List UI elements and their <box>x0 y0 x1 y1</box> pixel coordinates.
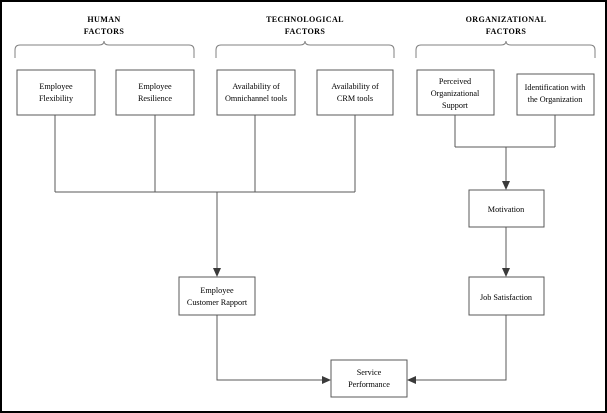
node-perceived-org-support-line2: Organizational <box>431 89 480 98</box>
group-title-organizational-line2: FACTORS <box>486 27 527 36</box>
group-title-technological-line2: FACTORS <box>285 27 326 36</box>
node-employee-customer-rapport[interactable]: Employee Customer Rapport <box>178 276 256 316</box>
node-identification-org-line1: Identification with <box>525 83 586 92</box>
node-service-performance-line1: Service <box>357 368 382 377</box>
node-employee-flexibility-rect[interactable] <box>16 69 96 116</box>
node-perceived-org-support[interactable]: Perceived Organizational Support <box>416 69 495 116</box>
node-employee-customer-rapport-line1: Employee <box>200 286 234 295</box>
node-availability-omnichannel-rect[interactable] <box>216 69 296 116</box>
group-title-human-line2: FACTORS <box>84 27 125 36</box>
group-title-technological-line1: TECHNOLOGICAL <box>266 15 344 24</box>
node-service-performance[interactable]: Service Performance <box>330 359 408 398</box>
node-employee-resilience-line1: Employee <box>138 82 172 91</box>
node-availability-omnichannel-line1: Availability of <box>232 82 280 91</box>
node-employee-flexibility[interactable]: Employee Flexibility <box>16 69 96 116</box>
node-employee-resilience-rect[interactable] <box>115 69 195 116</box>
node-perceived-org-support-line1: Perceived <box>439 77 471 86</box>
group-title-organizational-line1: ORGANIZATIONAL <box>466 15 547 24</box>
group-title-human: HUMAN FACTORS <box>84 15 125 36</box>
node-identification-org-line2: the Organization <box>528 95 583 104</box>
group-title-human-line1: HUMAN <box>87 15 120 24</box>
group-title-organizational: ORGANIZATIONAL FACTORS <box>466 15 547 36</box>
node-service-performance-rect[interactable] <box>330 359 408 398</box>
node-identification-org-rect[interactable] <box>516 73 595 116</box>
node-employee-flexibility-line2: Flexibility <box>39 94 74 103</box>
node-service-performance-line2: Performance <box>348 380 390 389</box>
arrowhead-to-motivation <box>502 181 510 190</box>
node-availability-omnichannel[interactable]: Availability of Omnichannel tools <box>216 69 296 116</box>
node-availability-crm[interactable]: Availability of CRM tools <box>316 69 394 116</box>
node-perceived-org-support-rect[interactable] <box>416 69 495 116</box>
node-employee-resilience-line2: Resilience <box>138 94 172 103</box>
arrowhead-job-satisfaction-to-service <box>407 376 416 384</box>
node-motivation[interactable]: Motivation <box>468 189 545 228</box>
node-motivation-rect[interactable] <box>468 189 545 228</box>
node-availability-omnichannel-line2: Omnichannel tools <box>225 94 287 103</box>
node-employee-customer-rapport-line2: Customer Rapport <box>187 298 248 307</box>
node-job-satisfaction-label: Job Satisfaction <box>480 293 532 302</box>
arrowhead-to-rapport <box>213 268 221 277</box>
arrowhead-to-job-satisfaction <box>502 268 510 277</box>
group-title-technological: TECHNOLOGICAL FACTORS <box>266 15 344 36</box>
edge-rapport-to-service-performance <box>216 315 326 381</box>
edge-job-satisfaction-to-service-performance <box>412 315 507 381</box>
arrowhead-rapport-to-service <box>322 376 331 384</box>
node-availability-crm-rect[interactable] <box>316 69 394 116</box>
node-motivation-label: Motivation <box>488 205 524 214</box>
node-identification-org[interactable]: Identification with the Organization <box>516 73 595 116</box>
node-availability-crm-line1: Availability of <box>331 82 379 91</box>
node-employee-flexibility-line1: Employee <box>39 82 73 91</box>
node-availability-crm-line2: CRM tools <box>337 94 373 103</box>
node-job-satisfaction-rect[interactable] <box>468 276 545 316</box>
brace-technological <box>215 40 395 58</box>
brace-organizational <box>415 40 596 58</box>
node-employee-resilience[interactable]: Employee Resilience <box>115 69 195 116</box>
brace-human <box>14 40 195 58</box>
node-employee-customer-rapport-rect[interactable] <box>178 276 256 316</box>
node-job-satisfaction[interactable]: Job Satisfaction <box>468 276 545 316</box>
node-perceived-org-support-line3: Support <box>442 101 469 110</box>
